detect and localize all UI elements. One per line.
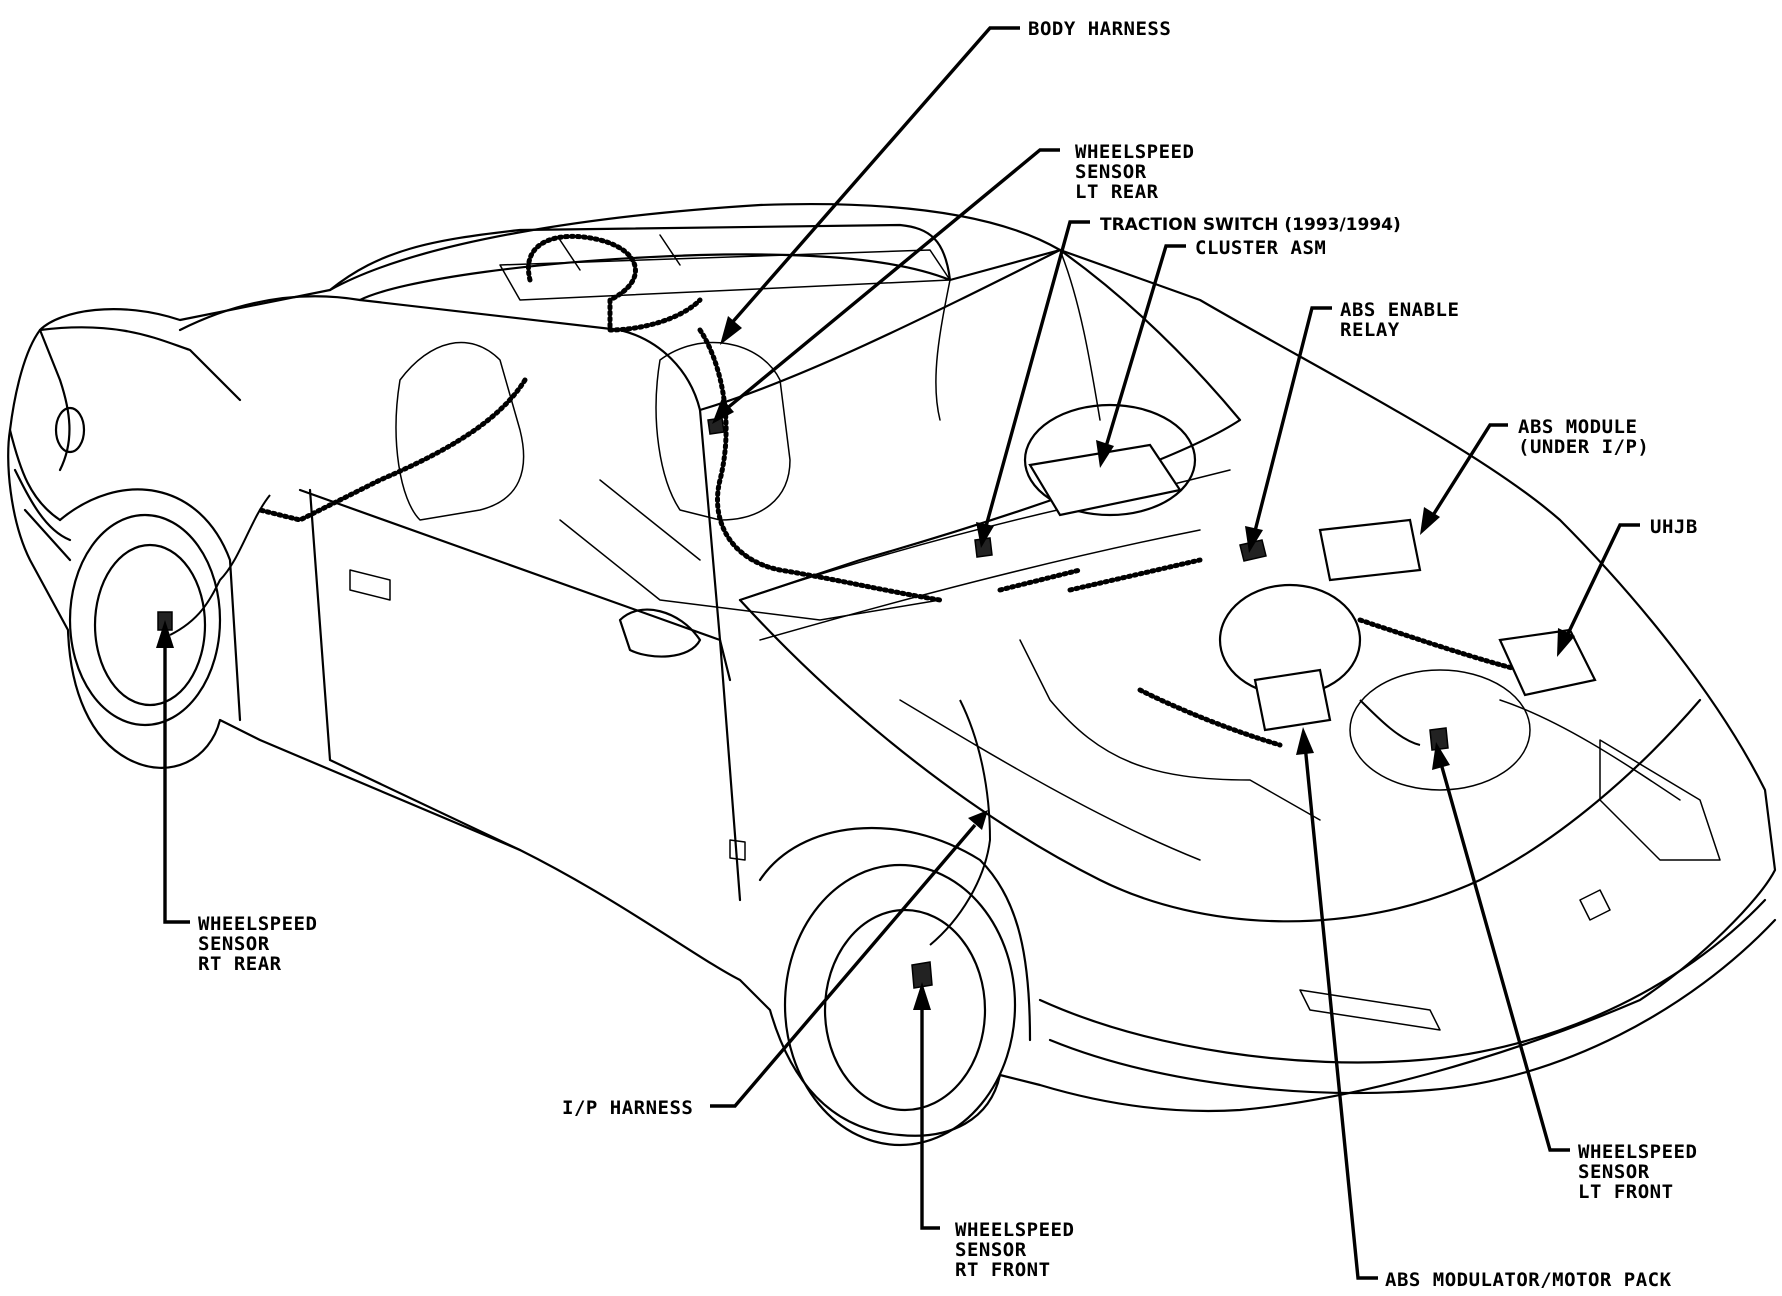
engine-bay-frame (1019, 639, 1321, 821)
lt-rear-arrow (712, 398, 734, 424)
front-grille (1299, 989, 1441, 1031)
label-abs-enable-relay: ABS ENABLE RELAY (1340, 299, 1471, 341)
hood-outline (738, 598, 1702, 923)
front-wheel-rim (823, 908, 987, 1112)
rear-wheel-arch (58, 488, 242, 722)
engine-bay-harness (1137, 617, 1523, 748)
car-illustration (7, 202, 1777, 1147)
abs-modulator-part (1253, 668, 1332, 732)
rt-front-leader (920, 1000, 940, 1230)
abs-enable-relay-arrow (1245, 526, 1263, 553)
label-wheelspeed-lt-rear: WHEELSPEED SENSOR LT REAR (1075, 141, 1206, 203)
ip-harness-arrow (968, 810, 988, 830)
ip-harness-leader (710, 823, 977, 1108)
body-harness-rear (257, 377, 528, 523)
label-wheelspeed-rt-rear: WHEELSPEED SENSOR RT REAR (198, 913, 329, 975)
rear-wheel-tire (68, 513, 222, 727)
abs-modulator-arrow (1296, 727, 1314, 755)
rear-sensor-wire (169, 494, 271, 636)
label-ip-harness: I/P HARNESS (562, 1097, 693, 1119)
lt-front-arrow (1432, 742, 1450, 770)
label-wheelspeed-lt-front: WHEELSPEED SENSOR LT FRONT (1578, 1141, 1709, 1203)
body-harness-pillar (697, 327, 943, 603)
callout-leaders (156, 26, 1640, 1280)
lt-rear-leader (723, 148, 1060, 412)
front-wheel-tire (783, 863, 1017, 1147)
rt-front-arrow (913, 982, 931, 1010)
headlamp-left (1599, 739, 1721, 861)
abs-modulator-leader (1303, 744, 1378, 1280)
body-harness-side (997, 557, 1203, 593)
front-bumper (1038, 898, 1777, 1095)
body-harness-arrow (720, 316, 742, 345)
driver-seat (395, 341, 525, 521)
rear-window (328, 223, 952, 292)
label-body-harness: BODY HARNESS (1028, 18, 1171, 40)
abs-module-leader (1428, 423, 1508, 521)
side-mirror (618, 608, 702, 658)
door-handle (349, 569, 391, 601)
abs-enable-relay-leader (1252, 306, 1332, 536)
hood-vent (1579, 889, 1611, 921)
left-strut-tower (1349, 669, 1531, 791)
lt-front-sensor-wire (1359, 699, 1421, 746)
label-traction-switch: TRACTION SWITCH (1993/1994) (1100, 215, 1401, 235)
cluster-asm-arrow (1096, 440, 1114, 468)
steering-wheel (1023, 403, 1197, 517)
car-body-outline (7, 202, 1777, 1137)
components (157, 417, 1597, 989)
windshield (698, 248, 1242, 602)
rear-bumper (8, 428, 72, 562)
console (559, 479, 941, 621)
rt-rear-arrow (156, 620, 174, 648)
traction-switch-leader (983, 220, 1090, 531)
passenger-seat (655, 341, 791, 521)
label-uhjb: UHJB (1650, 516, 1698, 538)
lt-front-sensor-part (1429, 727, 1449, 751)
hood-crease (899, 699, 1681, 861)
side-marker (729, 839, 746, 861)
front-sensor-wire (929, 699, 992, 946)
traction-switch-arrow (976, 522, 994, 548)
label-abs-modulator: ABS MODULATOR/MOTOR PACK (1385, 1269, 1672, 1291)
rear-deck (38, 326, 242, 472)
rear-tail-lamp (54, 406, 86, 454)
body-harness-leader (728, 26, 1020, 327)
abs-module-part (1318, 518, 1422, 582)
uhjb-leader (1563, 523, 1640, 641)
roof-frame (178, 295, 732, 682)
windshield-inner (935, 249, 1101, 421)
sunroof-panel (499, 234, 951, 301)
uhjb-part (1498, 628, 1597, 697)
uhjb-arrow (1557, 628, 1575, 657)
wiring-harnesses (169, 233, 1523, 946)
label-cluster-asm: CLUSTER ASM (1195, 237, 1326, 259)
rear-wheel-rim (93, 543, 207, 707)
cluster-asm-leader (1103, 244, 1186, 451)
rt-rear-leader (163, 640, 190, 924)
label-abs-module: ABS MODULE (UNDER I/P) (1518, 416, 1649, 458)
door-line (298, 488, 742, 902)
label-wheelspeed-rt-front: WHEELSPEED SENSOR RT FRONT (955, 1219, 1086, 1281)
front-wheel-arch (758, 826, 1032, 1042)
rt-front-sensor-part (911, 961, 933, 989)
callout-labels: BODY HARNESS WHEELSPEED SENSOR LT REAR T… (198, 18, 1709, 1291)
body-harness-roof (526, 233, 703, 333)
lt-front-leader (1438, 759, 1570, 1152)
abs-module-arrow (1420, 507, 1440, 535)
